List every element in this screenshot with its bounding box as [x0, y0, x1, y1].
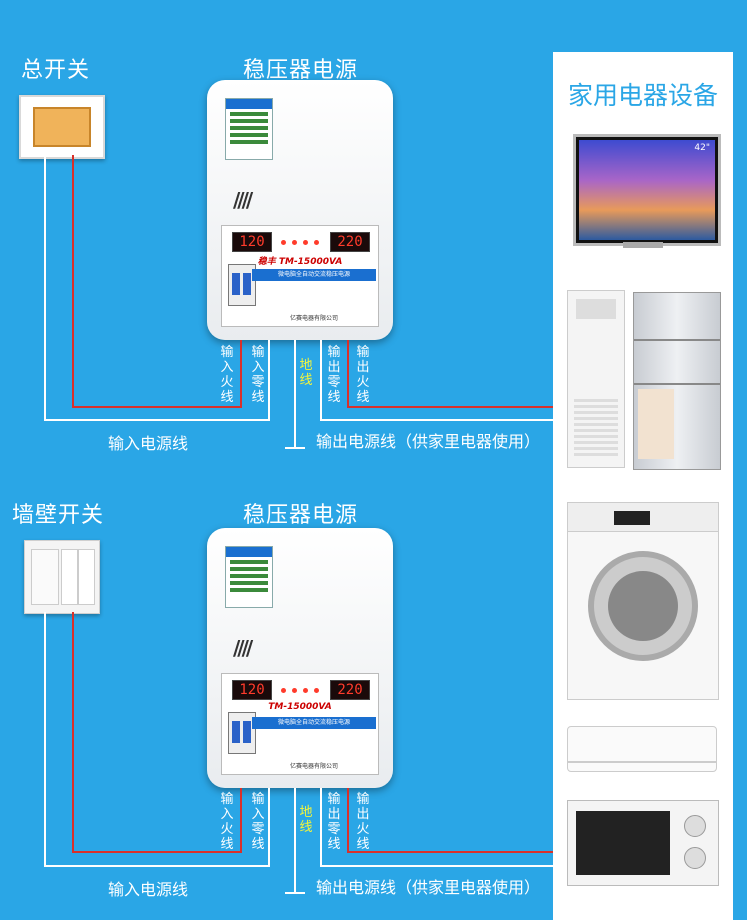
output-live-wire-v	[347, 788, 349, 853]
input-neutral-wire-h	[44, 419, 270, 421]
output-neutral-wire-h	[320, 419, 553, 421]
maker-label: 亿赛电器有限公司	[289, 763, 338, 770]
washing-machine-image	[567, 502, 719, 700]
input-live-wire-v	[240, 340, 242, 408]
label-ground: 地线	[299, 805, 313, 835]
band-label: 微电脑全自动交流稳压电源	[252, 269, 376, 281]
label-output-neutral: 输出零线	[327, 345, 341, 405]
bottom-source-label: 墙壁开关	[12, 503, 105, 528]
input-live-wire-h	[72, 406, 240, 408]
input-cable-label: 输入电源线	[108, 880, 189, 899]
ground-symbol	[285, 447, 305, 449]
input-neutral-wire-v	[268, 340, 270, 421]
ground-symbol	[285, 892, 305, 894]
label-ground: 地线	[299, 358, 313, 388]
label-input-live: 输入火线	[220, 345, 234, 405]
bottom-stabilizer-image: //// 120 220 TM-15000VA 微电脑全自动交流稳压电源 亿赛电…	[207, 528, 393, 788]
ground-wire	[294, 788, 296, 893]
brand-label: 稳丰	[257, 257, 276, 267]
top-stabilizer-image: //// 120 220 稳丰 TM-15000VA 微电脑全自动交流稳压电源 …	[207, 80, 393, 340]
output-live-wire-h	[347, 406, 553, 408]
input-live-wire	[72, 612, 74, 852]
input-cable-label: 输入电源线	[108, 434, 189, 453]
microwave-image	[567, 800, 719, 886]
label-output-neutral: 输出零线	[327, 792, 341, 852]
label-input-neutral: 输入零线	[251, 792, 265, 852]
wall-air-conditioner-image	[567, 726, 717, 772]
output-voltage-display: 220	[330, 232, 370, 252]
input-live-wire-h	[72, 851, 240, 853]
tv-size-badge: 42"	[694, 143, 710, 153]
input-voltage-display: 120	[232, 680, 272, 700]
output-cable-label: 输出电源线（供家里电器使用）	[316, 878, 541, 897]
air-conditioner-image	[567, 290, 625, 468]
input-neutral-wire	[44, 155, 46, 420]
input-live-wire	[72, 155, 74, 407]
input-neutral-wire	[44, 612, 46, 866]
main-breaker-image	[19, 95, 105, 159]
output-voltage-display: 220	[330, 680, 370, 700]
input-live-wire-v	[240, 788, 242, 853]
top-stabilizer-label: 稳压器电源	[243, 58, 359, 83]
wall-switch-image	[24, 540, 100, 614]
input-voltage-display: 120	[232, 232, 272, 252]
output-neutral-wire-h	[320, 865, 553, 867]
model-label: TM-15000VA	[278, 257, 343, 267]
maker-label: 亿赛电器有限公司	[289, 315, 338, 322]
top-source-label: 总开关	[21, 58, 91, 83]
refrigerator-image	[633, 292, 721, 470]
label-output-live: 输出火线	[356, 792, 370, 852]
model-label: TM-15000VA	[268, 702, 332, 712]
tv-stand	[623, 242, 663, 248]
band-label: 微电脑全自动交流稳压电源	[252, 717, 376, 729]
output-neutral-wire-v	[320, 788, 322, 866]
appliance-panel-title: 家用电器设备	[567, 81, 718, 110]
stabilizer-breaker	[228, 712, 256, 754]
output-cable-label: 输出电源线（供家里电器使用）	[316, 432, 541, 451]
bottom-stabilizer-label: 稳压器电源	[243, 503, 359, 528]
appliance-panel: 家用电器设备 42"	[553, 52, 733, 920]
output-neutral-wire-v	[320, 340, 322, 420]
tv-image: 42"	[573, 134, 721, 246]
output-live-wire-h	[347, 851, 553, 853]
label-output-live: 输出火线	[356, 345, 370, 405]
output-live-wire-v	[347, 340, 349, 408]
label-input-neutral: 输入零线	[251, 345, 265, 405]
input-neutral-wire-v	[268, 788, 270, 867]
stabilizer-breaker	[228, 264, 256, 306]
input-neutral-wire-h	[44, 865, 270, 867]
label-input-live: 输入火线	[220, 792, 234, 852]
ground-wire	[294, 340, 296, 448]
